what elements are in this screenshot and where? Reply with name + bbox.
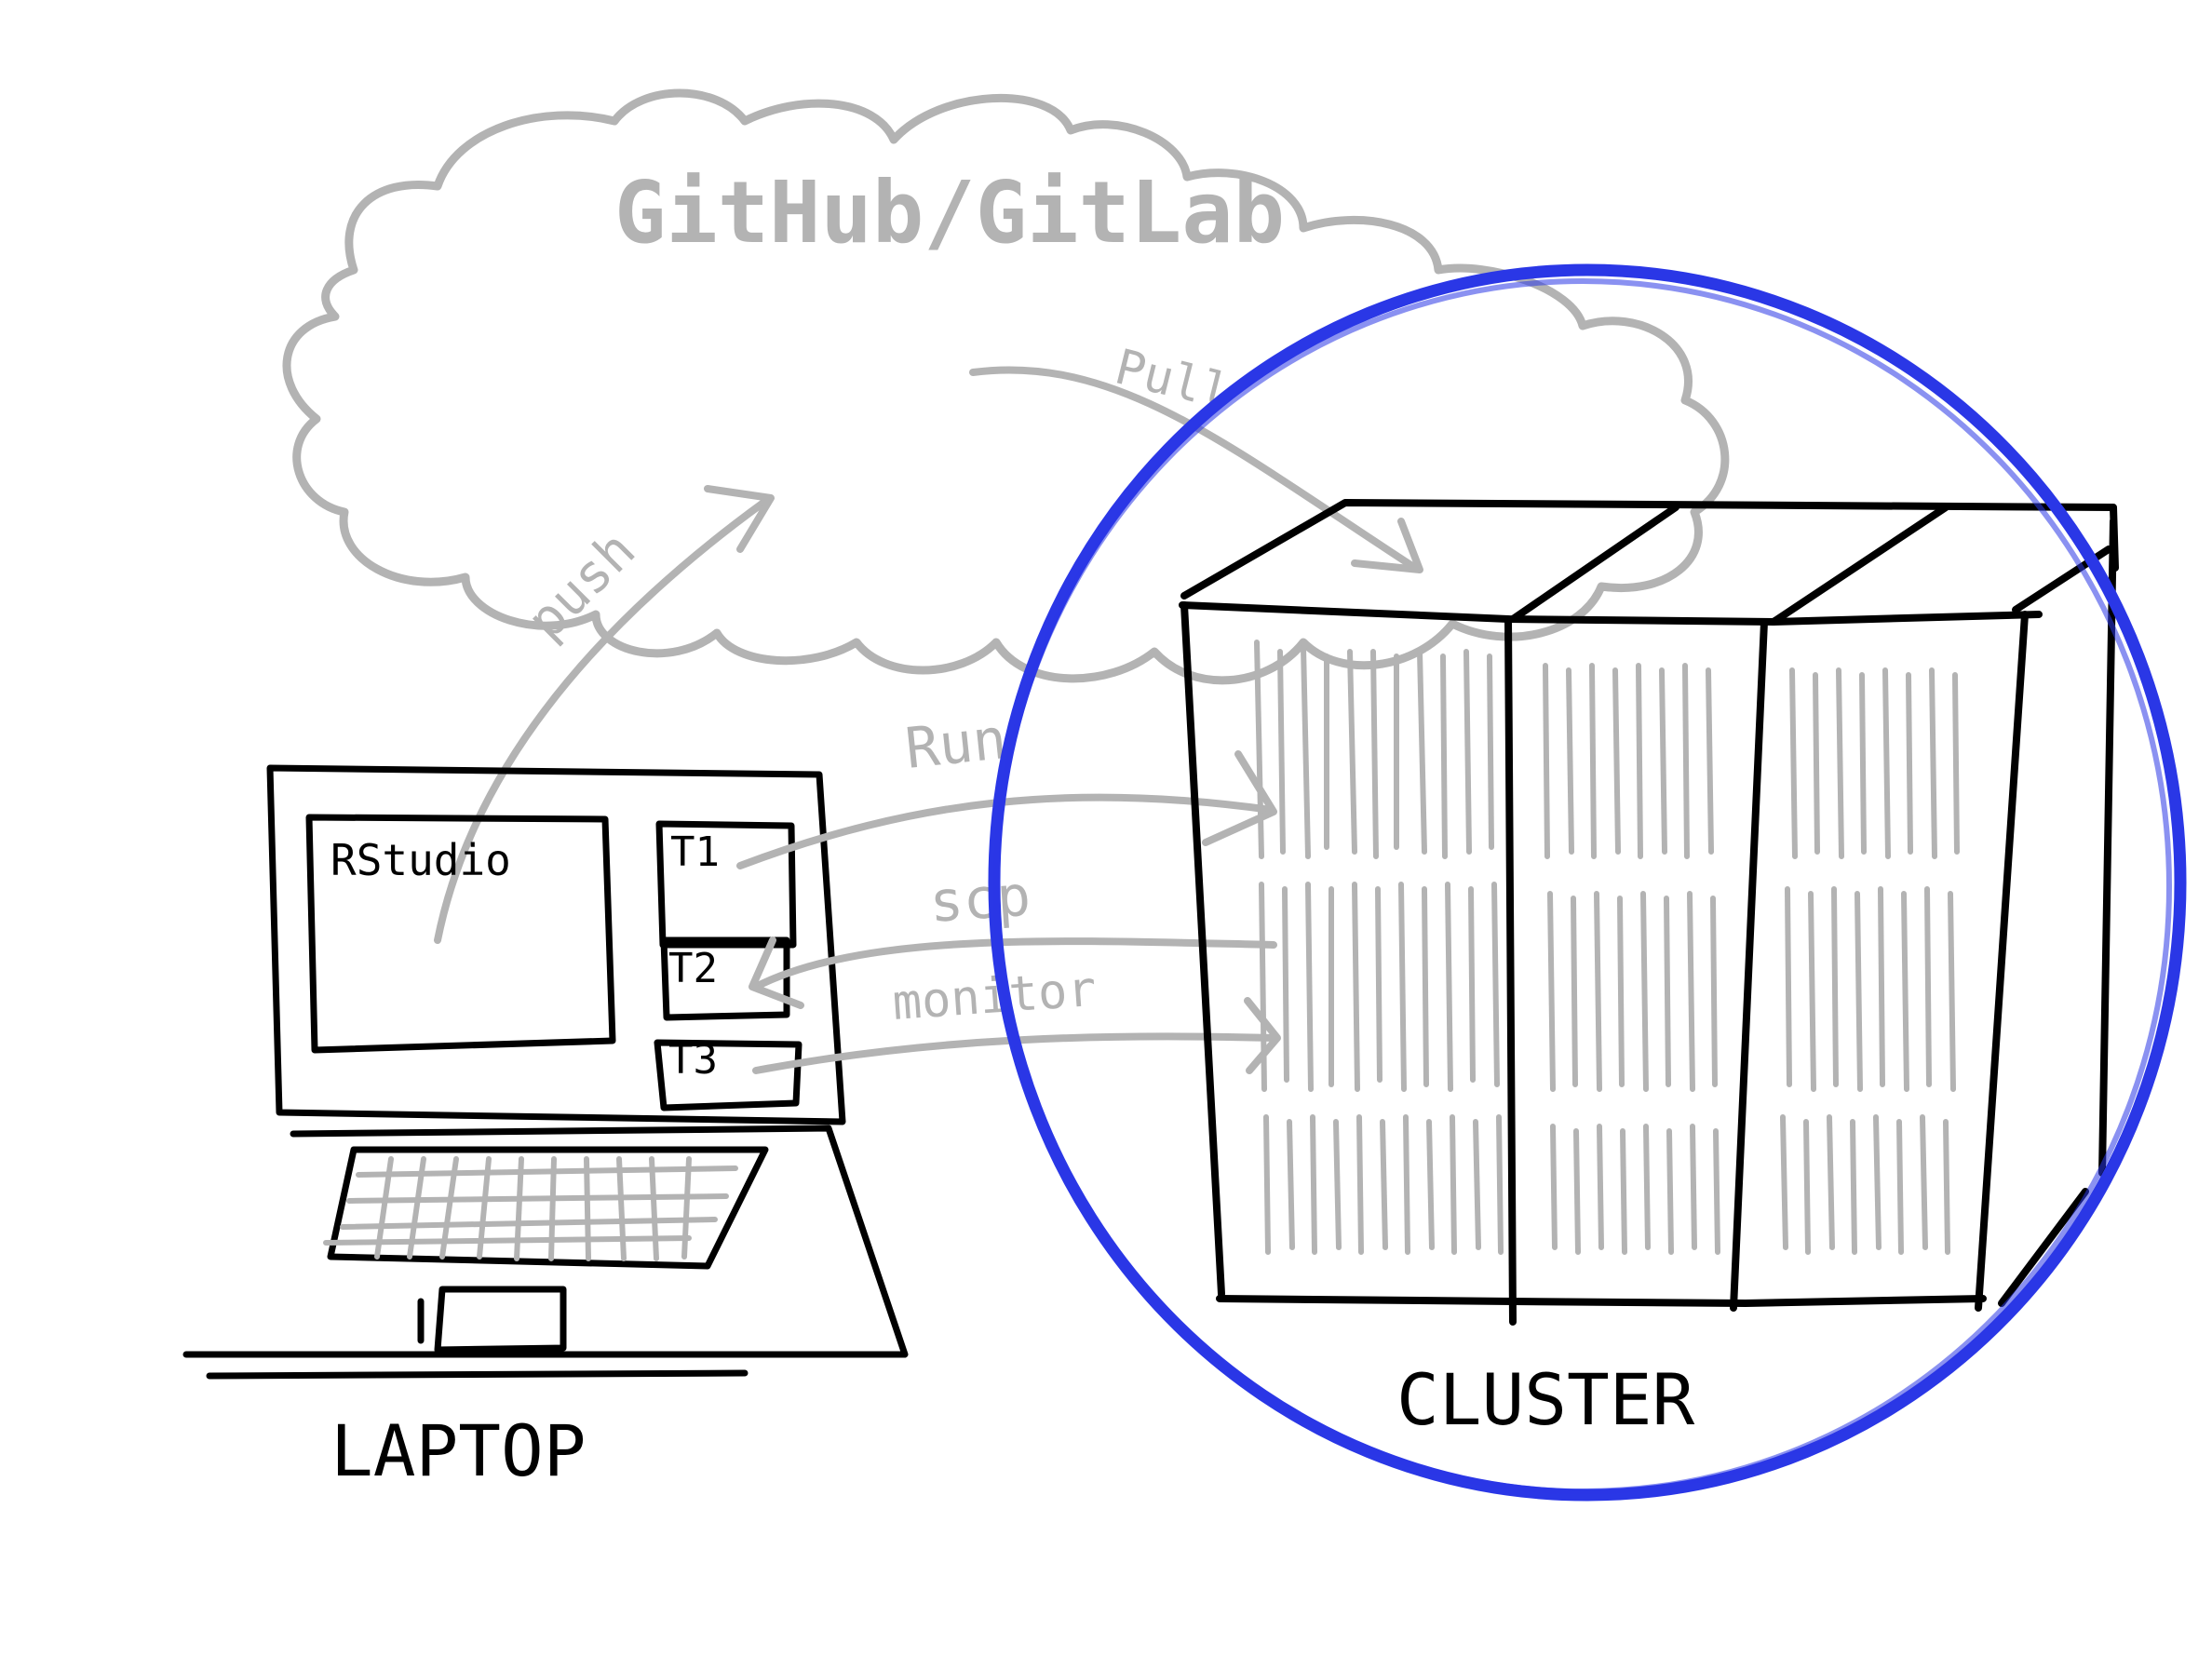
rstudio-pane [305, 814, 616, 1054]
laptop [182, 764, 909, 1380]
monitor-label: monitor [891, 962, 1099, 1031]
terminal-pane-t3 [654, 1039, 803, 1111]
scp-arrow-head [749, 936, 804, 1009]
laptop-screen [266, 764, 846, 1125]
terminal-pane-t1 [655, 820, 797, 949]
cluster-rack-stripes [1254, 640, 1960, 1255]
pull-arrow-head [1351, 518, 1423, 573]
terminal-label-t3: T3 [668, 1036, 718, 1084]
cluster-highlight-circle [988, 263, 2187, 1502]
laptop-base [182, 1125, 909, 1358]
push-arrow-line [434, 499, 767, 944]
terminal-label-t2: T2 [668, 945, 718, 992]
laptop-base-front [206, 1369, 749, 1380]
highlight-ring-inner [993, 278, 2172, 1494]
keyboard-outline [327, 1146, 769, 1270]
monitor-arrow-head [1244, 997, 1281, 1074]
rack-divider-top-1 [1509, 504, 1679, 623]
cloud-outline [282, 88, 1730, 685]
terminal-label-t1: T1 [670, 828, 720, 876]
cloud [282, 88, 1730, 685]
scp-label: scp [927, 864, 1032, 936]
scp-arrow-line [752, 937, 1277, 990]
push-arrow-head [704, 485, 775, 553]
cluster-bottom [1216, 1295, 1987, 1307]
push-arrow [434, 485, 775, 944]
cluster-front-top [1179, 601, 2043, 626]
pull-arrow-line [969, 366, 1419, 572]
push-label: push [516, 520, 647, 652]
terminal-pane-t2 [660, 936, 790, 1021]
run-label: Run [902, 707, 1009, 782]
rack-2-right [1730, 618, 1768, 1312]
rack-3-right [1975, 611, 2029, 1312]
laptop-label: LAPTOP [330, 1409, 587, 1492]
rack-divider-top-2 [1770, 504, 1949, 626]
cloud-label: GitHub/GitLab [614, 163, 1285, 263]
run-arrow-head [1202, 750, 1277, 846]
cluster-label: CLUSTER [1396, 1358, 1695, 1441]
rack-1-right [1504, 615, 1517, 1326]
rstudio-label: RStudio [330, 835, 511, 885]
rack-1-left [1180, 601, 1225, 1298]
rack-3-side-bottom [1998, 1188, 2089, 1307]
pull-arrow [969, 366, 1423, 573]
scp-arrow [749, 936, 1277, 1009]
keyboard-keys [323, 1156, 738, 1261]
cluster-racks [1179, 499, 2119, 1326]
trackpad [434, 1286, 567, 1354]
